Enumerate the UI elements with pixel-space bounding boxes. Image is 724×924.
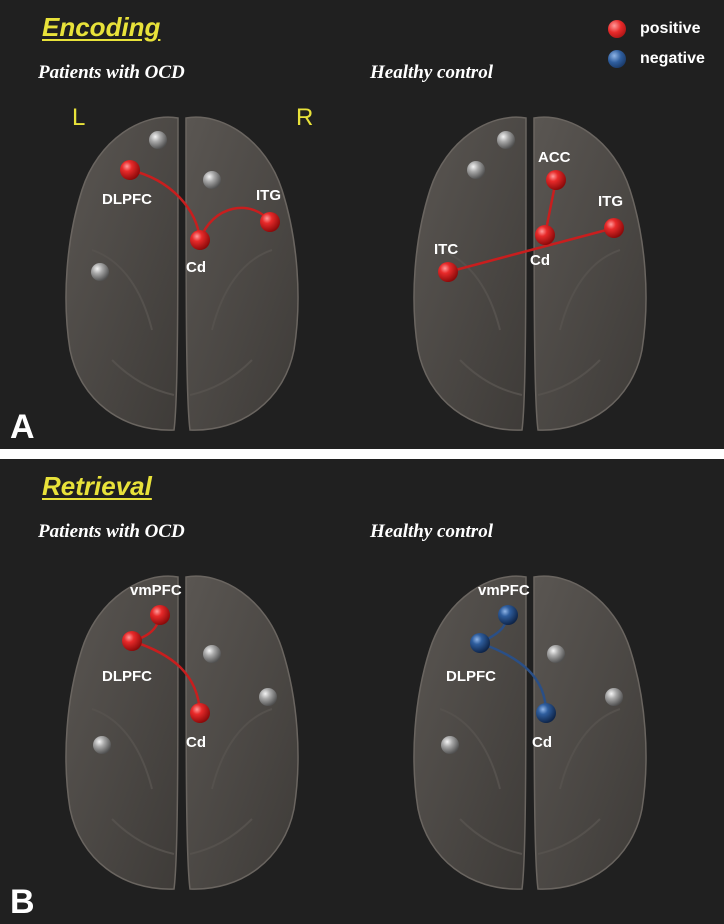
- node-gray-2: [467, 161, 485, 179]
- brain-left-hemisphere: [413, 116, 527, 431]
- brain-network-b-control: vmPFC DLPFC Cd: [413, 575, 647, 890]
- node-label-cd: Cd: [530, 252, 550, 269]
- section-title-encoding: Encoding: [42, 12, 161, 42]
- node-gray-1: [149, 131, 167, 149]
- node-label-itg: ITG: [256, 187, 281, 204]
- legend-label-negative: negative: [640, 50, 705, 67]
- group-label-control: Healthy control: [370, 521, 493, 542]
- group-label-patients: Patients with OCD: [38, 62, 185, 83]
- panel-separator: [0, 449, 724, 459]
- group-label-control: Healthy control: [370, 62, 493, 83]
- panel-letter-a: A: [10, 408, 35, 446]
- node-label-dlpfc: DLPFC: [102, 668, 152, 685]
- brain-sulci: [91, 708, 273, 855]
- panel-letter-b: B: [10, 883, 35, 921]
- node-gray-3: [441, 736, 459, 754]
- node-label-acc: ACC: [538, 149, 571, 166]
- node-label-cd: Cd: [186, 259, 206, 276]
- node-label-dlpfc: DLPFC: [446, 668, 496, 685]
- node-gray-1: [547, 645, 565, 663]
- panel-retrieval: Retrieval Patients with OCD Healthy cont…: [0, 459, 724, 924]
- brain-outline: [413, 575, 647, 890]
- node-gray-2: [259, 688, 277, 706]
- node-label-cd: Cd: [186, 734, 206, 751]
- legend-swatch-negative: [608, 50, 626, 68]
- node-label-vmpfc: vmPFC: [130, 582, 182, 599]
- brain-network-a-patients: DLPFC ITG Cd: [65, 116, 299, 431]
- node-gray-1: [497, 131, 515, 149]
- brain-network-b-patients: vmPFC DLPFC Cd: [65, 575, 299, 890]
- group-label-patients: Patients with OCD: [38, 521, 185, 542]
- node-acc: [546, 170, 566, 190]
- node-dlpfc: [470, 633, 490, 653]
- edge-dlpfc-cd: [479, 641, 548, 714]
- node-gray-2: [605, 688, 623, 706]
- node-label-dlpfc: DLPFC: [102, 191, 152, 208]
- node-gray-3: [93, 736, 111, 754]
- node-gray-3: [91, 263, 109, 281]
- edge-dlpfc-cd: [131, 639, 202, 714]
- legend-item-negative: negative: [608, 44, 705, 74]
- node-label-vmpfc: vmPFC: [478, 582, 530, 599]
- node-label-itc: ITC: [434, 241, 458, 258]
- section-title-retrieval: Retrieval: [42, 471, 152, 501]
- node-cd: [535, 225, 555, 245]
- node-vmpfc: [150, 605, 170, 625]
- brain-left-hemisphere: [65, 116, 179, 431]
- node-gray-2: [203, 171, 221, 189]
- node-vmpfc: [498, 605, 518, 625]
- brain-outline: [65, 575, 299, 890]
- node-dlpfc: [120, 160, 140, 180]
- node-cd: [536, 703, 556, 723]
- legend-label-positive: positive: [640, 20, 701, 37]
- node-dlpfc: [122, 631, 142, 651]
- node-itc: [438, 262, 458, 282]
- brain-network-a-control: ACC ITG ITC Cd: [413, 116, 647, 431]
- brain-outline: [413, 116, 647, 431]
- brain-sulci: [91, 249, 273, 396]
- node-label-itg: ITG: [598, 193, 623, 210]
- brain-left-hemisphere: [413, 575, 527, 890]
- brain-right-hemisphere: [185, 575, 299, 890]
- node-itg: [604, 218, 624, 238]
- brain-outline: [65, 116, 299, 431]
- brain-sulci: [439, 249, 621, 396]
- brain-left-hemisphere: [65, 575, 179, 890]
- node-label-cd: Cd: [532, 734, 552, 751]
- brain-right-hemisphere: [533, 116, 647, 431]
- brain-right-hemisphere: [185, 116, 299, 431]
- node-itg: [260, 212, 280, 232]
- brain-right-hemisphere: [533, 575, 647, 890]
- legend-swatch-positive: [608, 20, 626, 38]
- edge-itc-itg: [447, 226, 615, 274]
- legend: positive negative: [608, 14, 705, 74]
- legend-item-positive: positive: [608, 14, 705, 44]
- panel-encoding: Encoding Patients with OCD Healthy contr…: [0, 0, 724, 449]
- brain-sulci: [439, 708, 621, 855]
- hemisphere-left-label: L: [72, 104, 86, 131]
- node-cd: [190, 230, 210, 250]
- node-gray-1: [203, 645, 221, 663]
- node-cd: [190, 703, 210, 723]
- hemisphere-right-label: R: [296, 104, 314, 131]
